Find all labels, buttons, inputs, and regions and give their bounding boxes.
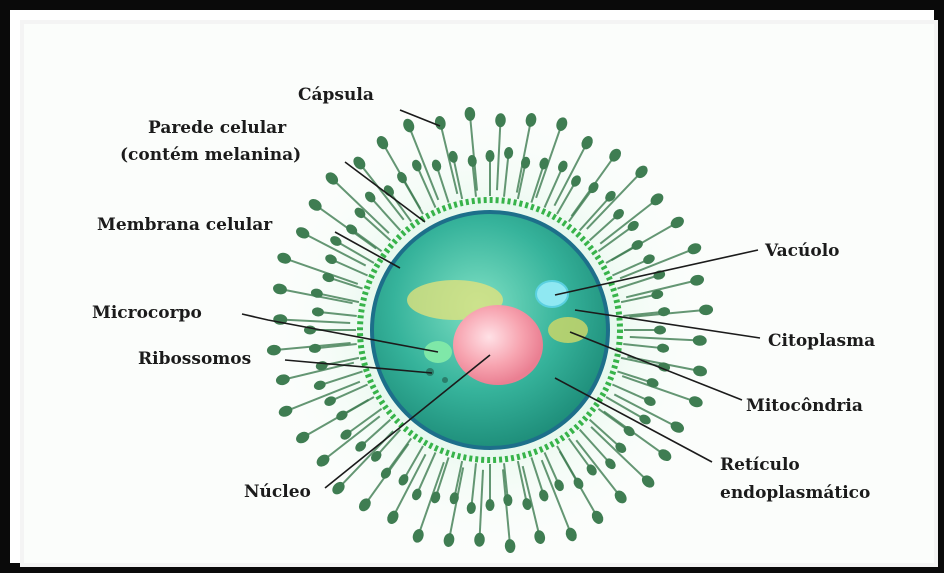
label-microcorpo: Microcorpo (92, 303, 202, 323)
label-parede-celular: Parede celular (148, 118, 287, 138)
label-nucleo: Núcleo (244, 482, 311, 502)
label-capsula: Cápsula (298, 85, 374, 105)
capsule-spike-head (486, 499, 495, 511)
label-citoplasma: Citoplasma (768, 331, 875, 351)
label-endoplasmatico: endoplasmático (720, 483, 870, 503)
capsule-spike-head (486, 150, 495, 162)
label-ribossomos: Ribossomos (138, 349, 251, 369)
label-parede-melanina: (contém melanina) (120, 145, 301, 165)
label-mitocondria: Mitocôndria (746, 396, 863, 416)
ribosome-dot (442, 377, 448, 383)
label-membrana-celular: Membrana celular (97, 215, 273, 235)
label-vacuolo: Vacúolo (764, 241, 840, 261)
mitochondrion (548, 317, 588, 343)
capsule-spike-head (654, 326, 666, 335)
label-reticulo: Retículo (720, 455, 800, 475)
